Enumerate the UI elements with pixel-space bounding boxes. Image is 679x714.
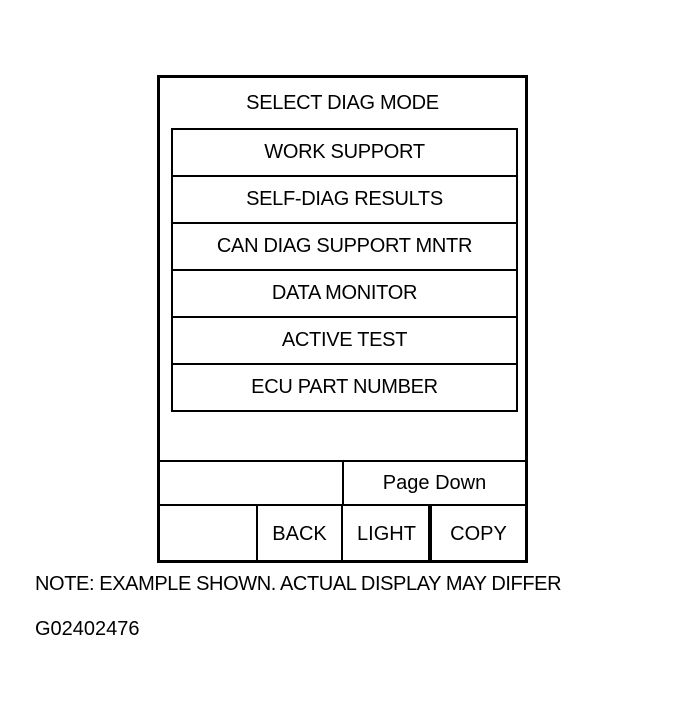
disclaimer-note: NOTE: EXAMPLE SHOWN. ACTUAL DISPLAY MAY …: [35, 573, 562, 595]
menu-item-self-diag-results[interactable]: SELF-DIAG RESULTS: [173, 177, 516, 224]
light-button[interactable]: LIGHT: [341, 506, 430, 562]
diag-mode-menu: WORK SUPPORT SELF-DIAG RESULTS CAN DIAG …: [171, 128, 518, 412]
menu-item-ecu-part-number[interactable]: ECU PART NUMBER: [173, 365, 516, 412]
page-nav-row: Page Down: [160, 460, 525, 504]
menu-item-active-test[interactable]: ACTIVE TEST: [173, 318, 516, 365]
screen-title: SELECT DIAG MODE: [246, 92, 439, 114]
copy-button[interactable]: COPY: [428, 506, 525, 562]
function-button-row: BACK LIGHT COPY: [160, 504, 525, 562]
menu-item-work-support[interactable]: WORK SUPPORT: [173, 130, 516, 177]
back-button[interactable]: BACK: [256, 506, 341, 562]
diagnostic-screen: SELECT DIAG MODE WORK SUPPORT SELF-DIAG …: [157, 75, 528, 563]
figure-code: G02402476: [35, 618, 140, 640]
page-down-button[interactable]: Page Down: [342, 462, 525, 504]
menu-item-data-monitor[interactable]: DATA MONITOR: [173, 271, 516, 318]
empty-button-slot: [160, 506, 256, 562]
menu-item-can-diag-support-mntr[interactable]: CAN DIAG SUPPORT MNTR: [173, 224, 516, 271]
